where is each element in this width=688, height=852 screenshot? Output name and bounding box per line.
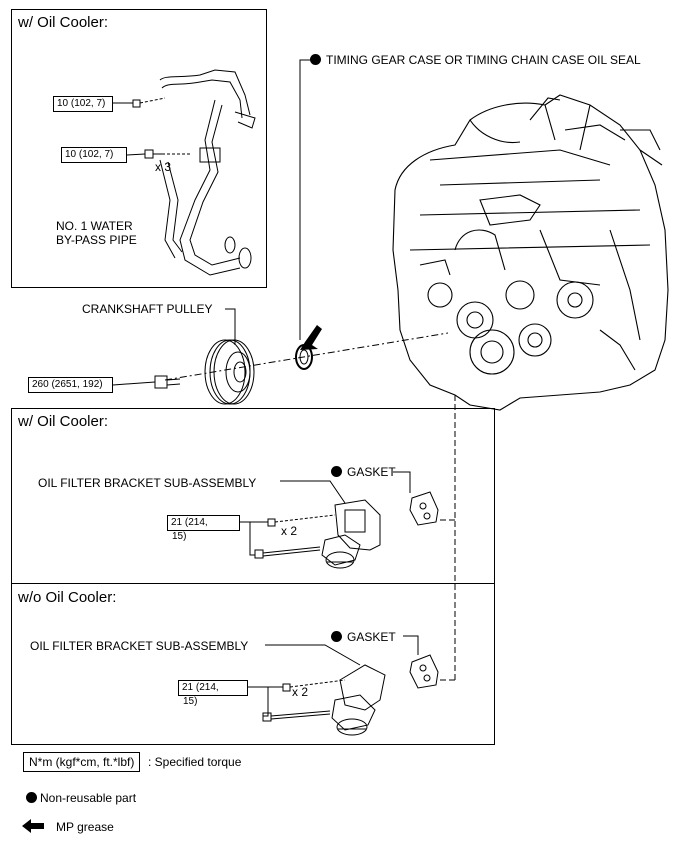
panel-title-without-cooler: w/o Oil Cooler: — [18, 589, 117, 606]
gasket-label-without-cooler: GASKET — [331, 630, 396, 644]
crankshaft-pulley-illustration — [204, 339, 255, 405]
legend-torque-box: N*m (kgf*cm, ft.*lbf) — [23, 752, 141, 772]
oil-filter-bracket-with-cooler-illustration — [321, 499, 381, 569]
torque-spec-bracket-with-cooler: 21 (214, — [167, 515, 240, 531]
gasket-with-cooler-illustration — [409, 491, 439, 526]
pipe-part-label-line2: BY-PASS PIPE — [56, 233, 137, 247]
torque-spec-bracket-with-cooler-line2: 15) — [172, 531, 187, 542]
gasket-without-cooler-illustration — [409, 654, 439, 689]
non-reusable-part-icon — [331, 466, 342, 477]
non-reusable-part-icon — [331, 631, 342, 642]
bracket-bolt-quantity-without-cooler: x 2 — [292, 685, 309, 699]
legend-torque-description: : Specified torque — [148, 755, 242, 769]
pipe-bolt-quantity: x 3 — [155, 160, 172, 174]
torque-spec-pipe-bolt-2: 10 (102, 7) — [61, 147, 127, 163]
torque-spec-pipe-bolt-1: 10 (102, 7) — [53, 96, 113, 112]
engine-block-illustration — [392, 94, 669, 411]
torque-spec-bracket-without-cooler-line2: 15) — [183, 696, 198, 707]
torque-spec-bracket-without-cooler: 21 (214, — [178, 680, 248, 696]
oil-seal-label: TIMING GEAR CASE OR TIMING CHAIN CASE OI… — [310, 53, 641, 67]
non-reusable-part-icon — [310, 54, 321, 65]
legend-grease: MP grease — [22, 819, 114, 834]
crankshaft-pulley-label: CRANKSHAFT PULLEY — [82, 302, 213, 316]
water-bypass-pipe-illustration — [159, 69, 256, 276]
non-reusable-part-icon — [26, 792, 37, 803]
torque-spec-pulley-bolt: 260 (2651, 192) — [28, 377, 113, 393]
oil-cooler-bracket-panel — [11, 408, 495, 745]
gasket-label-with-cooler: GASKET — [331, 465, 396, 479]
bracket-label-without-cooler: OIL FILTER BRACKET SUB-ASSEMBLY — [30, 639, 249, 653]
pipe-part-label-line1: NO. 1 WATER — [56, 219, 133, 233]
bracket-bolt-quantity-with-cooler: x 2 — [281, 524, 298, 538]
legend-non-reusable: Non-reusable part — [26, 791, 136, 805]
oil-filter-bracket-without-cooler-illustration — [331, 664, 386, 736]
panel-title-pipe: w/ Oil Cooler: — [18, 14, 109, 31]
mp-grease-arrow-icon — [300, 325, 322, 350]
oil-cooler-pipe-panel — [11, 9, 267, 288]
mp-grease-arrow-icon — [22, 819, 44, 833]
bracket-label-with-cooler: OIL FILTER BRACKET SUB-ASSEMBLY — [38, 476, 257, 490]
panel-divider — [11, 583, 495, 584]
panel-title-with-cooler: w/ Oil Cooler: — [18, 413, 109, 430]
